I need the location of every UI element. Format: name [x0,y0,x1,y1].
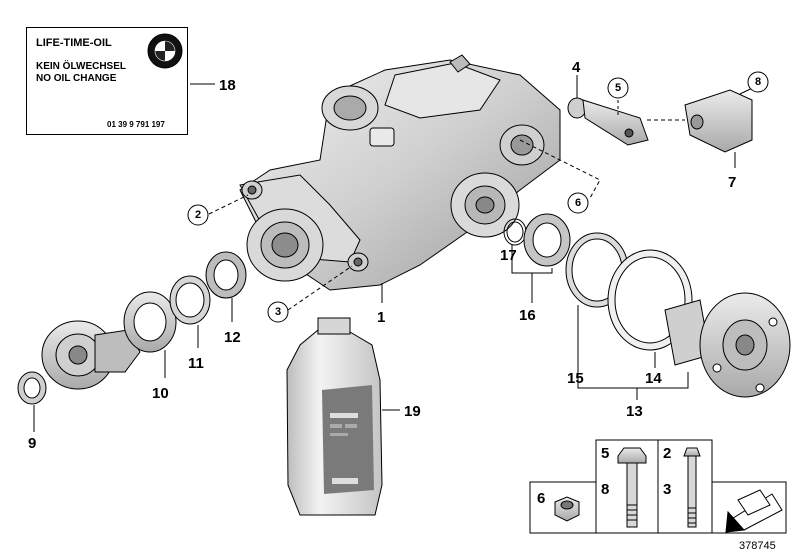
o-ring-17 [503,218,527,246]
bracket-4-5 [567,97,649,146]
lock-ring-9 [17,371,47,405]
legend-bolt-b-bottom: 3 [663,481,671,498]
callout-15: 15 [567,370,584,387]
callout-12: 12 [224,329,241,346]
callout-6: 6 [575,197,581,209]
callout-3-circle [267,301,289,323]
callout-8: 8 [755,76,761,88]
diagram-reference-number: 378745 [739,540,776,552]
callout-6-circle [567,192,589,214]
callout-19: 19 [404,403,421,420]
label-part-code: 01 39 9 791 197 [107,120,165,129]
callout-7: 7 [728,174,736,191]
callout-5: 5 [615,82,621,94]
callout-9: 9 [28,435,36,452]
callout-2-circle [187,204,209,226]
shaft-seal-12 [205,251,247,299]
ring-11 [169,275,211,325]
callout-16: 16 [519,307,536,324]
legend-nut-number: 6 [537,490,545,507]
bmw-logo-icon [147,33,183,69]
differential-housing [239,54,561,291]
callout-13: 13 [626,403,643,420]
callout-8-circle [747,71,769,93]
oil-bottle [286,317,383,516]
callout-2: 2 [195,209,201,221]
leader-lines [33,75,766,432]
label-line-german: KEIN ÖLWECHSEL [36,61,127,72]
callout-1: 1 [377,309,385,326]
callout-4: 4 [572,59,581,76]
legend-bolt-a-top: 5 [601,445,609,462]
shaft-seal-16 [523,213,571,267]
legend-bolt-b-top: 2 [663,445,671,462]
rubber-mount-8 [684,89,753,153]
callout-17: 17 [500,247,517,264]
output-flange-13 [664,292,791,398]
label-title: LIFE-TIME-OIL [36,37,112,49]
callout-14: 14 [645,370,662,387]
callout-18: 18 [219,77,236,94]
callout-3: 3 [275,306,281,318]
callout-11: 11 [188,355,204,372]
seal-10 [123,291,177,353]
legend-bolt-a-bottom: 8 [601,481,609,498]
lifetime-oil-label: LIFE-TIME-OIL KEIN ÖLWECHSEL NO OIL CHAN… [26,27,188,135]
drive-flange [41,320,141,390]
label-line-english: NO OIL CHANGE [36,73,117,84]
callout-10: 10 [152,385,169,402]
fastener-legend [529,439,787,534]
callout-5-circle [607,77,629,99]
